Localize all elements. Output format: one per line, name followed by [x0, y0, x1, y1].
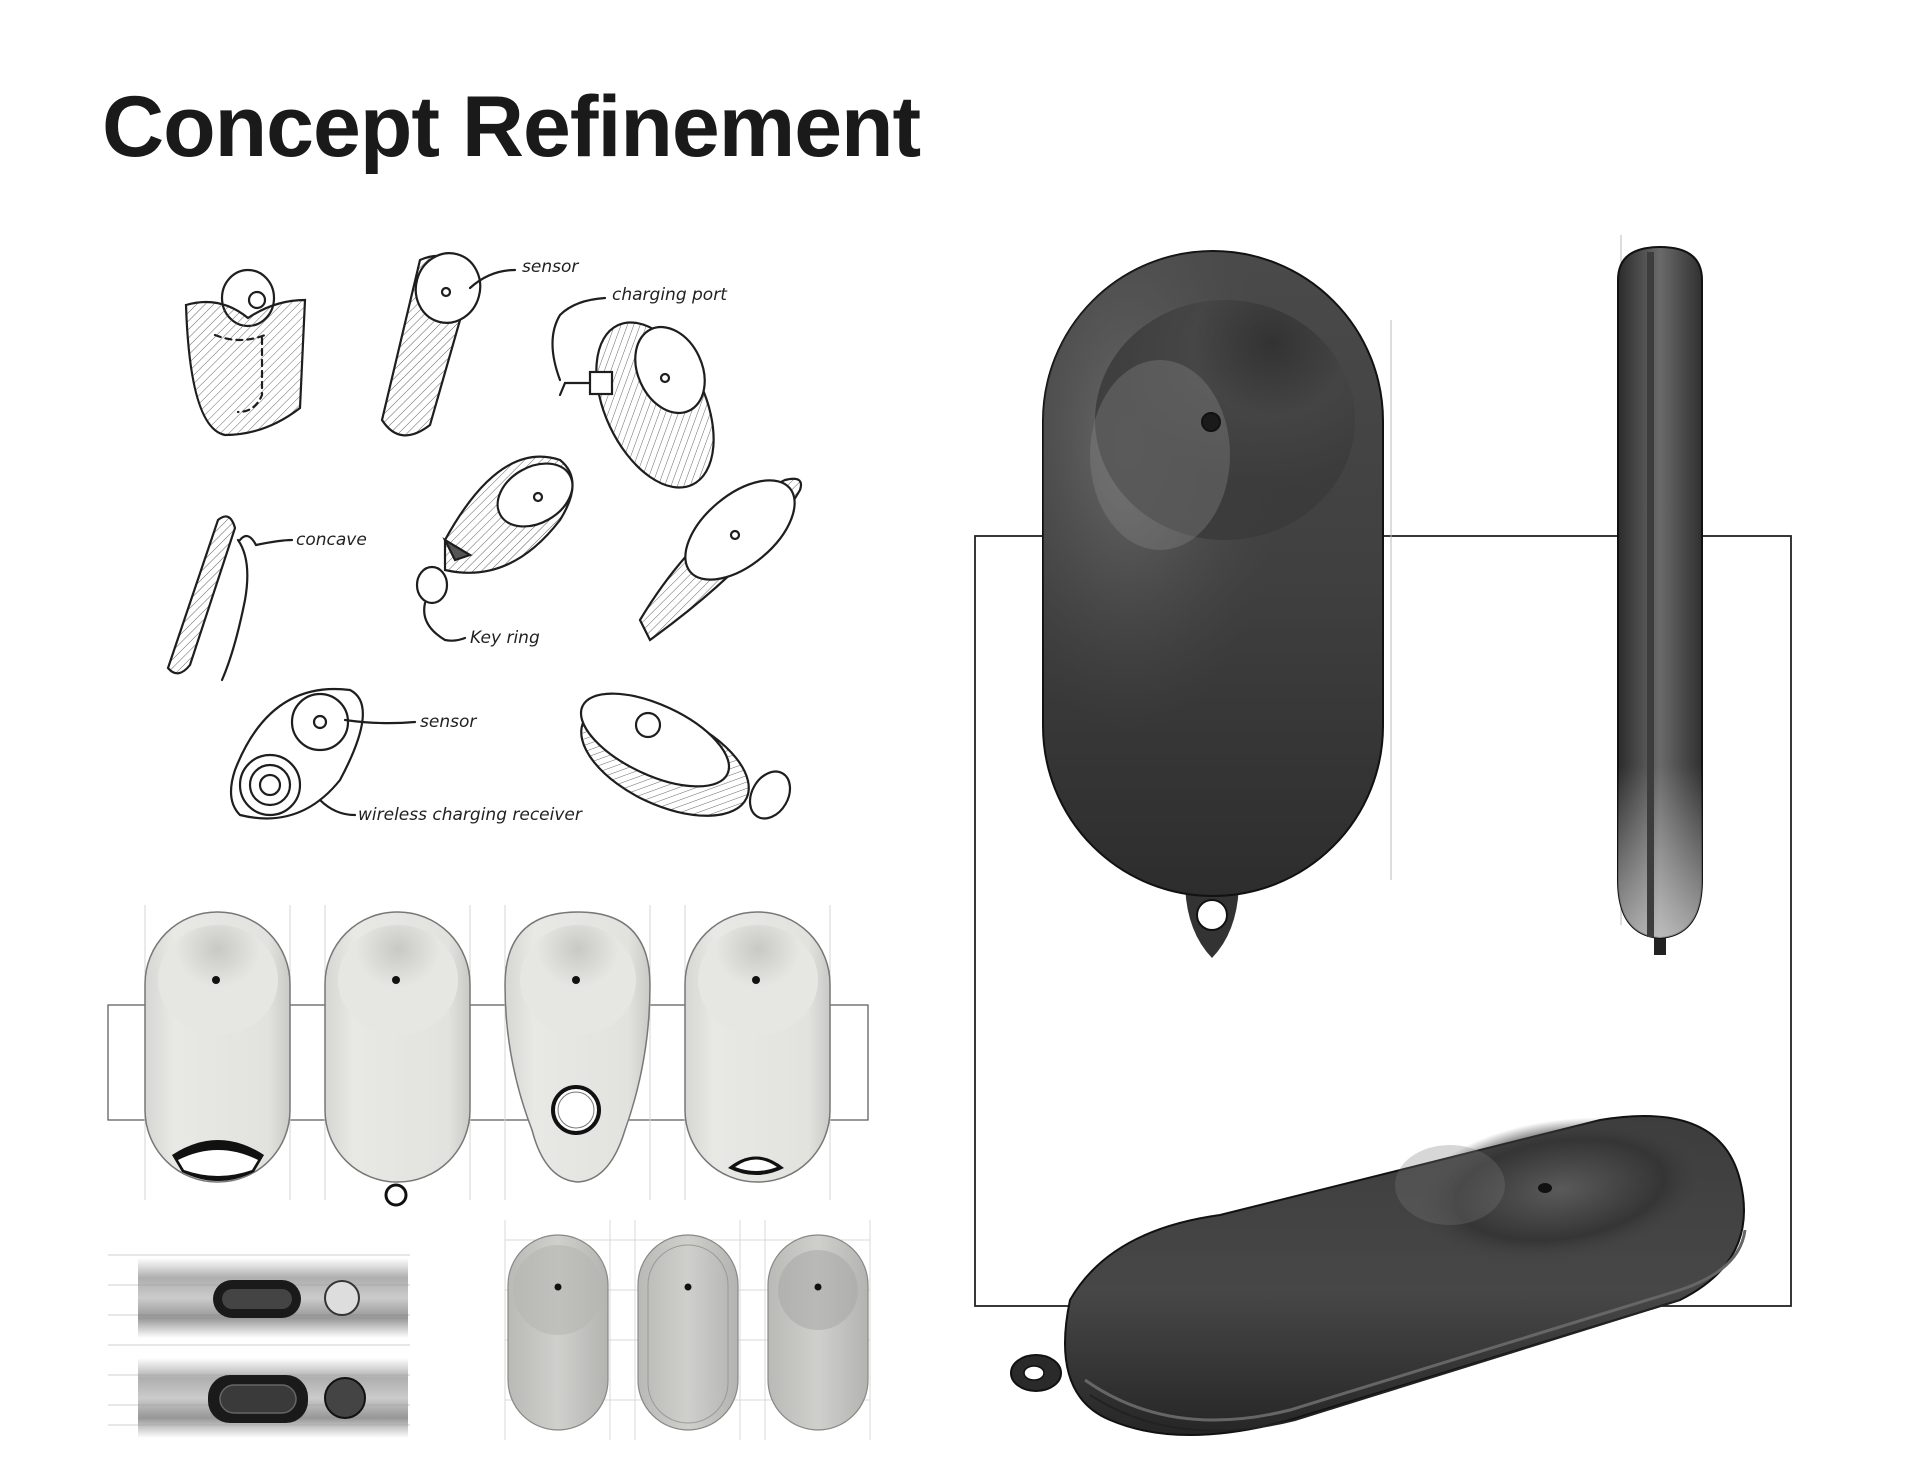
side-view [1617, 245, 1703, 955]
sketch-charging-port: charging port [551, 285, 728, 489]
sketch-concave: concave [166, 515, 367, 682]
grey-variant-2 [637, 1234, 739, 1431]
port-details [108, 1254, 410, 1438]
sketch-pocket [184, 268, 307, 437]
label-sensor-top: sensor [522, 257, 579, 277]
front-view [1042, 250, 1384, 958]
sketch-oval-ring [579, 692, 792, 820]
label-sensor-bottom: sensor [420, 712, 477, 732]
variant-4 [684, 911, 831, 1183]
sketch-area: sensor charging port concave [166, 252, 803, 825]
variant-1 [144, 911, 291, 1183]
sketch-pod [638, 477, 803, 642]
label-wireless: wireless charging receiver [358, 805, 583, 825]
label-concave: concave [296, 530, 367, 550]
grey-variants [504, 1220, 871, 1440]
label-charging-port: charging port [612, 285, 728, 305]
variant-2 [324, 911, 471, 1207]
perspective-view [1010, 1115, 1747, 1436]
variant-3 [504, 911, 651, 1183]
label-key-ring: Key ring [470, 628, 540, 648]
sketch-wireless: sensor wireless charging receiver [229, 687, 583, 825]
port-open [208, 1375, 366, 1423]
sketch-sensor-tube: sensor [380, 252, 579, 437]
dark-renders [974, 235, 1792, 1436]
light-variants [107, 905, 869, 1207]
port-closed [213, 1280, 360, 1318]
page-title: Concept Refinement [102, 79, 921, 175]
sketch-key-ring: Key ring [415, 455, 574, 648]
